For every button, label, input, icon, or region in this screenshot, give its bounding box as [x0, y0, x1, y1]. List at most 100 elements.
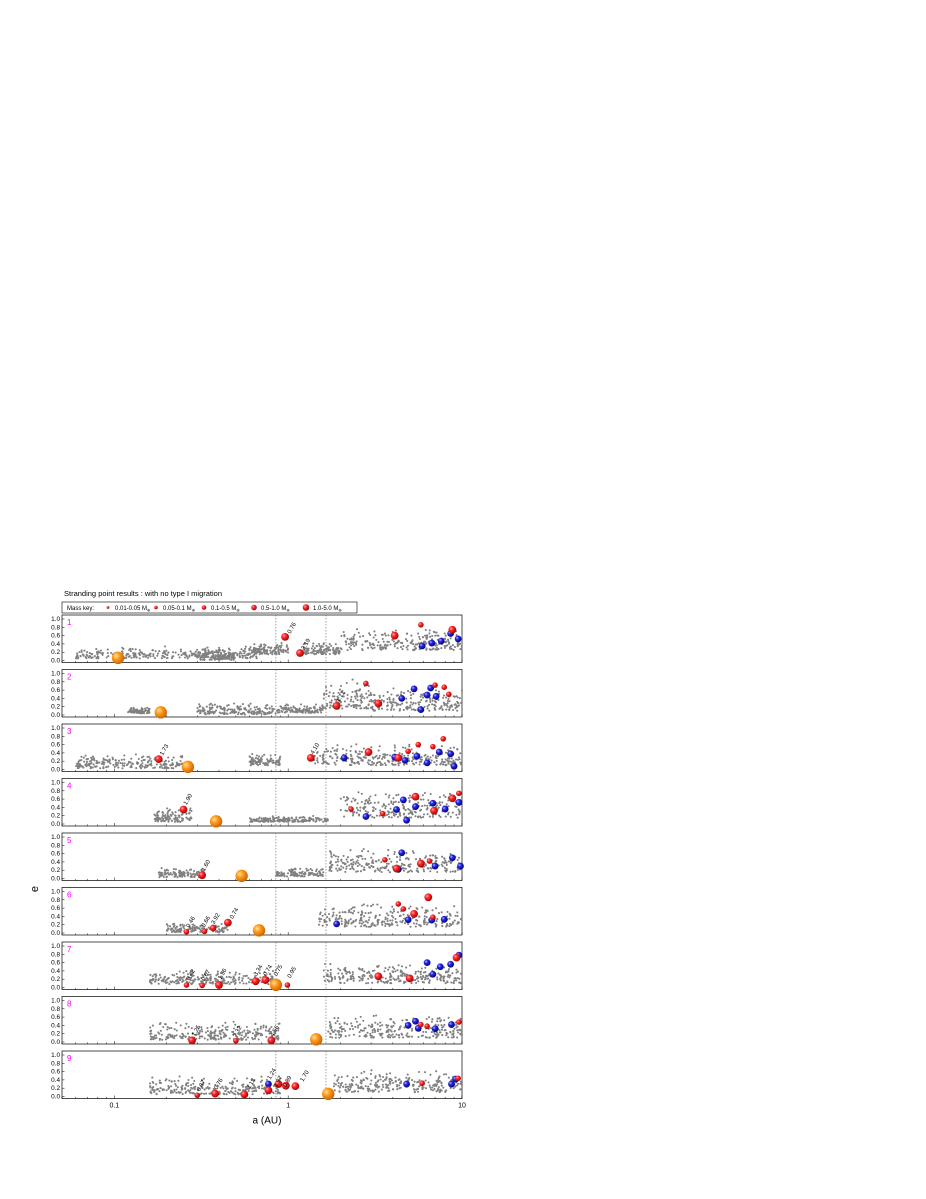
background-body: [121, 646, 124, 649]
background-body: [449, 860, 452, 863]
background-body: [249, 707, 252, 710]
background-body: [387, 968, 390, 971]
background-body: [146, 709, 149, 712]
background-body: [312, 819, 315, 822]
background-body: [451, 922, 454, 925]
background-body: [371, 756, 374, 759]
background-body: [340, 704, 343, 707]
background-body: [290, 816, 293, 819]
background-body: [86, 651, 89, 654]
y-tick-label: 0.8: [51, 1006, 60, 1013]
background-body: [203, 658, 206, 661]
background-body: [184, 1027, 187, 1030]
background-body: [331, 757, 334, 760]
mass-label: 0.74: [263, 964, 274, 978]
background-body: [271, 969, 274, 973]
background-body: [386, 697, 389, 701]
background-body: [246, 653, 249, 656]
background-body: [304, 642, 307, 645]
background-body: [217, 653, 220, 656]
background-body: [397, 703, 400, 706]
background-body: [343, 981, 346, 985]
background-body: [336, 698, 339, 701]
stranded-body-red: [201, 928, 208, 935]
background-body: [176, 763, 179, 766]
background-body: [166, 924, 169, 927]
background-body: [369, 801, 372, 804]
background-body: [390, 1026, 393, 1029]
background-body: [193, 924, 196, 927]
background-body: [318, 706, 321, 709]
background-body: [224, 1026, 227, 1029]
background-body: [415, 761, 418, 764]
background-body: [152, 655, 155, 658]
background-body: [358, 750, 361, 753]
background-body: [246, 1031, 250, 1034]
background-body: [364, 802, 367, 805]
background-body: [216, 655, 219, 659]
stranded-body-blue: [412, 1017, 419, 1025]
background-body: [417, 976, 420, 979]
background-body: [167, 820, 170, 823]
background-body: [258, 645, 261, 648]
background-body: [339, 969, 342, 972]
background-body: [396, 924, 399, 927]
background-body: [389, 919, 392, 922]
background-body: [189, 809, 192, 812]
background-body: [351, 971, 354, 974]
background-body: [392, 640, 395, 643]
background-body: [106, 755, 109, 758]
background-body: [211, 650, 214, 653]
background-body: [160, 764, 163, 767]
background-body: [211, 981, 214, 984]
background-body: [142, 655, 145, 658]
background-body: [457, 1031, 460, 1034]
stranded-body-blue: [412, 803, 419, 810]
background-body: [264, 816, 267, 820]
background-body: [360, 707, 363, 710]
background-body: [360, 701, 363, 704]
background-body: [252, 710, 256, 713]
background-body: [392, 812, 396, 815]
background-body: [368, 700, 371, 703]
background-body: [444, 815, 447, 818]
background-body: [362, 921, 365, 924]
background-body: [191, 1032, 194, 1035]
background-body: [247, 711, 251, 714]
background-body: [330, 980, 333, 983]
background-body: [140, 759, 143, 763]
background-body: [236, 705, 239, 708]
background-body: [389, 972, 392, 975]
background-body: [243, 652, 246, 655]
background-body: [407, 923, 410, 926]
background-body: [429, 700, 432, 703]
background-body: [305, 867, 308, 870]
background-body: [454, 870, 457, 873]
background-body: [401, 753, 404, 756]
background-body: [364, 911, 367, 915]
background-body: [85, 758, 88, 761]
background-body: [363, 707, 366, 710]
background-body: [197, 654, 200, 657]
background-body: [418, 923, 421, 926]
background-body: [354, 862, 357, 865]
background-body: [331, 908, 334, 911]
background-body: [384, 793, 387, 796]
background-body: [262, 1026, 265, 1029]
background-body: [355, 855, 358, 858]
background-body: [444, 634, 447, 637]
background-body: [266, 758, 269, 761]
background-body: [405, 1018, 408, 1021]
background-body: [371, 647, 374, 650]
background-body: [322, 697, 325, 700]
background-body: [415, 918, 418, 922]
background-body: [364, 1033, 367, 1036]
background-body: [443, 1023, 446, 1026]
mass-label: 1.73: [159, 743, 170, 757]
background-body: [244, 654, 247, 657]
background-body: [191, 925, 194, 928]
background-body: [249, 760, 252, 763]
background-body: [439, 974, 442, 977]
background-body: [359, 854, 362, 857]
background-body: [214, 930, 217, 933]
